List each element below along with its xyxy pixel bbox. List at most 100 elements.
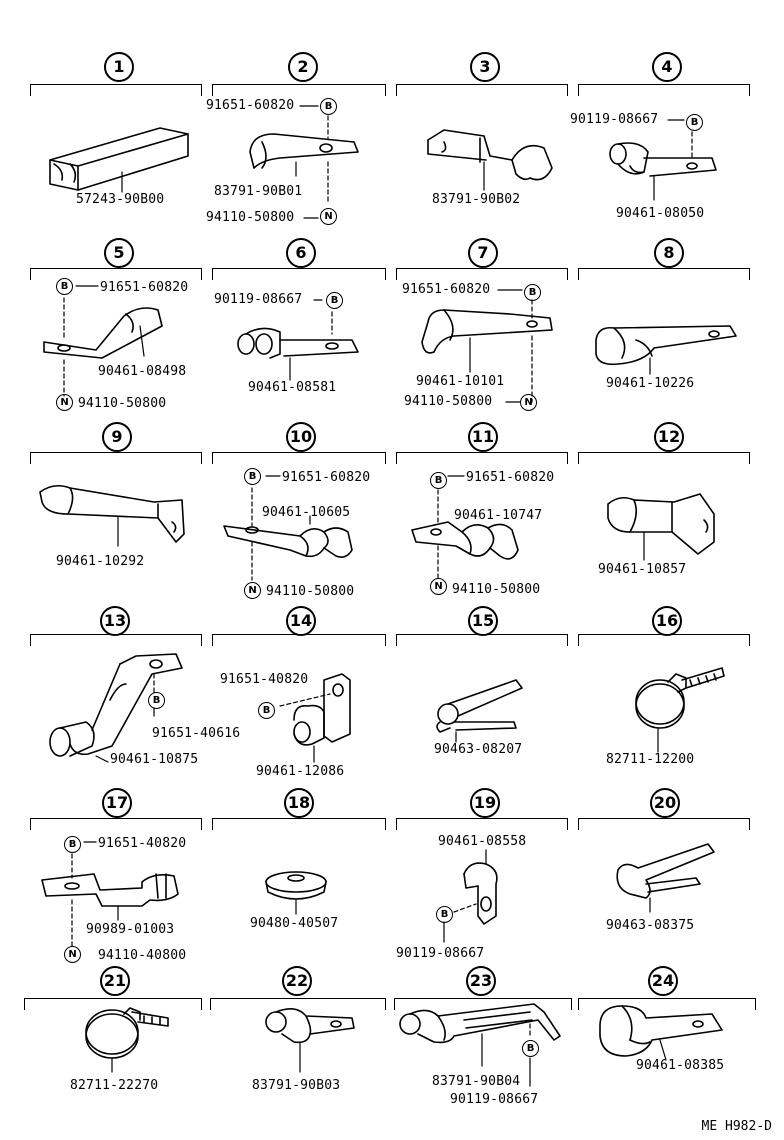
item-13-part-2: 90461-10875 [110, 752, 199, 767]
item-3-number: 3 [470, 52, 500, 82]
item-5-marker-n: N [56, 394, 73, 411]
item-14-number: 14 [286, 606, 316, 636]
item-6-part-drawing [237, 299, 359, 381]
item-11-number: 11 [468, 422, 498, 452]
item-23-bracket [394, 998, 572, 1010]
item-19-part-1: 90461-08558 [438, 834, 527, 849]
item-18-bracket [212, 818, 386, 830]
item-9-part-drawing [39, 484, 185, 547]
item-10-marker-b: B [244, 468, 261, 485]
item-11-part-2: 90461-10747 [454, 508, 543, 523]
diagram-code: ME H982-D [701, 1119, 772, 1134]
item-22-part-1: 83791-90B03 [252, 1078, 341, 1093]
item-9-part-1: 90461-10292 [56, 554, 145, 569]
item-8-number: 8 [654, 238, 684, 268]
item-12-part-1: 90461-10857 [598, 562, 687, 577]
item-18-part-drawing [265, 871, 327, 915]
item-7-marker-n: N [520, 394, 537, 411]
item-24-part-1: 90461-08385 [636, 1058, 725, 1073]
item-5-part-1: 91651-60820 [100, 280, 189, 295]
item-17-bracket [30, 818, 202, 830]
item-24-bracket [578, 998, 756, 1010]
item-21-part-drawing [85, 1007, 169, 1073]
item-8-bracket [578, 268, 750, 280]
item-16-part-drawing [635, 667, 725, 753]
item-8-part-1: 90461-10226 [606, 376, 695, 391]
item-2-n-leader [303, 217, 319, 219]
item-6-part-1: 90119-08667 [214, 292, 303, 307]
item-23-marker-b: B [522, 1040, 539, 1057]
item-21-number: 21 [100, 966, 130, 996]
item-20-number: 20 [650, 788, 680, 818]
item-2-bracket [212, 84, 386, 96]
item-14-marker-b: B [258, 702, 275, 719]
item-5-part-2: 90461-08498 [98, 364, 187, 379]
item-5-part-drawing [43, 285, 163, 397]
item-20-part-drawing [616, 843, 715, 913]
item-17-marker-b: B [64, 836, 81, 853]
item-13-part-drawing [49, 653, 183, 763]
item-17-marker-n: N [64, 946, 81, 963]
item-6-number: 6 [286, 238, 316, 268]
item-23-b-leader [529, 1057, 531, 1087]
item-23-part-drawing [399, 1003, 561, 1067]
item-9-bracket [30, 452, 202, 464]
item-19-number: 19 [470, 788, 500, 818]
item-16-part-1: 82711-12200 [606, 752, 695, 767]
item-12-part-drawing [607, 493, 715, 561]
item-14-part-2: 90461-12086 [256, 764, 345, 779]
item-6-marker-b: B [326, 292, 343, 309]
item-17-part-2: 90989-01003 [86, 922, 175, 937]
item-2-part-1: 91651-60820 [206, 98, 295, 113]
item-11-marker-n: N [430, 578, 447, 595]
item-5-part-3: 94110-50800 [78, 396, 167, 411]
item-23-number: 23 [466, 966, 496, 996]
item-5-number: 5 [104, 238, 134, 268]
item-7-bracket [396, 268, 568, 280]
item-18-number: 18 [284, 788, 314, 818]
item-7-part-3: 94110-50800 [404, 394, 493, 409]
item-2-number: 2 [288, 52, 318, 82]
item-11-part-1: 91651-60820 [466, 470, 555, 485]
item-10-part-3: 94110-50800 [266, 584, 355, 599]
item-17-part-drawing [41, 841, 179, 947]
item-17-part-1: 91651-40820 [98, 836, 187, 851]
item-3-part-drawing [427, 129, 553, 191]
item-15-part-drawing [436, 679, 523, 743]
item-1-leader [121, 171, 123, 193]
item-6-bracket [212, 268, 386, 280]
item-6-part-2: 90461-08581 [248, 380, 337, 395]
item-4-part-1: 90119-08667 [570, 112, 659, 127]
item-13-number: 13 [100, 606, 130, 636]
item-10-number: 10 [286, 422, 316, 452]
item-10-part-1: 91651-60820 [282, 470, 371, 485]
item-2-marker-b: B [320, 98, 337, 115]
item-18-part-1: 90480-40507 [250, 916, 339, 931]
item-11-marker-b: B [430, 472, 447, 489]
item-1-bracket [30, 84, 202, 96]
item-12-number: 12 [654, 422, 684, 452]
item-4-part-drawing [609, 119, 717, 201]
item-4-part-2: 90461-08050 [616, 206, 705, 221]
item-10-part-2: 90461-10605 [262, 505, 351, 520]
item-19-part-2: 90119-08667 [396, 946, 485, 961]
item-19-part-drawing [453, 849, 498, 925]
item-13-bracket [30, 634, 202, 646]
item-20-part-1: 90463-08375 [606, 918, 695, 933]
item-22-bracket [210, 998, 386, 1010]
item-2-part-2: 83791-90B01 [214, 184, 303, 199]
item-4-marker-b: B [686, 114, 703, 131]
item-11-part-drawing [411, 475, 519, 579]
item-2-marker-n: N [320, 208, 337, 225]
item-16-bracket [578, 634, 750, 646]
item-11-part-3: 94110-50800 [452, 582, 541, 597]
item-11-bracket [396, 452, 568, 464]
item-5-marker-b: B [56, 278, 73, 295]
item-4-number: 4 [652, 52, 682, 82]
item-20-bracket [578, 818, 750, 830]
item-21-part-1: 82711-22270 [70, 1078, 159, 1093]
item-5-bracket [30, 268, 202, 280]
item-16-number: 16 [652, 606, 682, 636]
item-3-part-1: 83791-90B02 [432, 192, 521, 207]
